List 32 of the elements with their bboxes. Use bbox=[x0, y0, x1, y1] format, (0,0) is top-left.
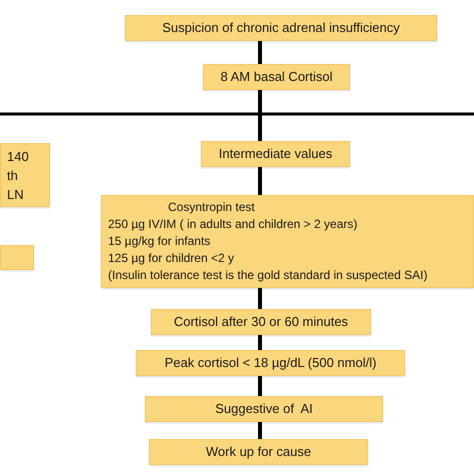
connector-line bbox=[258, 335, 262, 350]
connector-line bbox=[258, 288, 262, 309]
connector-line bbox=[258, 167, 262, 195]
box-text: 8 AM basal Cortisol bbox=[220, 69, 334, 85]
box-text: 15 µg/kg for infants bbox=[107, 233, 212, 250]
box-text: Cosyntropin test bbox=[167, 199, 256, 216]
process-box bbox=[151, 309, 371, 335]
connector-line bbox=[258, 422, 262, 439]
box-text: LN bbox=[6, 186, 25, 204]
box-text: 125 µg for children <2 y bbox=[107, 250, 235, 267]
process-box bbox=[201, 141, 350, 167]
connector-line bbox=[258, 41, 262, 64]
box-text: Suspicion of chronic adrenal insufficiency bbox=[161, 20, 401, 36]
connector-line bbox=[258, 90, 262, 141]
box-text: Cortisol after 30 or 60 minutes bbox=[172, 314, 350, 330]
box-text: 250 µg IV/IM ( in adults and children > 2 years) bbox=[107, 216, 358, 233]
process-box bbox=[125, 15, 437, 41]
process-box bbox=[101, 195, 474, 288]
box-text: Peak cortisol < 18 µg/dL (500 nmol/l) bbox=[164, 355, 378, 371]
empty-box bbox=[0, 245, 34, 270]
box-text: (Insulin tolerance test is the gold standard in suspected SAI) bbox=[107, 267, 429, 284]
box-text: 140 bbox=[6, 148, 30, 166]
box-text: th bbox=[6, 166, 19, 184]
process-box bbox=[0, 143, 50, 207]
process-box bbox=[145, 396, 383, 422]
process-box bbox=[136, 350, 405, 376]
process-box bbox=[203, 64, 350, 90]
box-text: Suggestive of AI bbox=[214, 401, 314, 417]
connector-line bbox=[258, 376, 262, 396]
box-text: Intermediate values bbox=[218, 146, 334, 162]
box-text: Work up for cause bbox=[204, 444, 312, 460]
process-box bbox=[149, 439, 368, 465]
